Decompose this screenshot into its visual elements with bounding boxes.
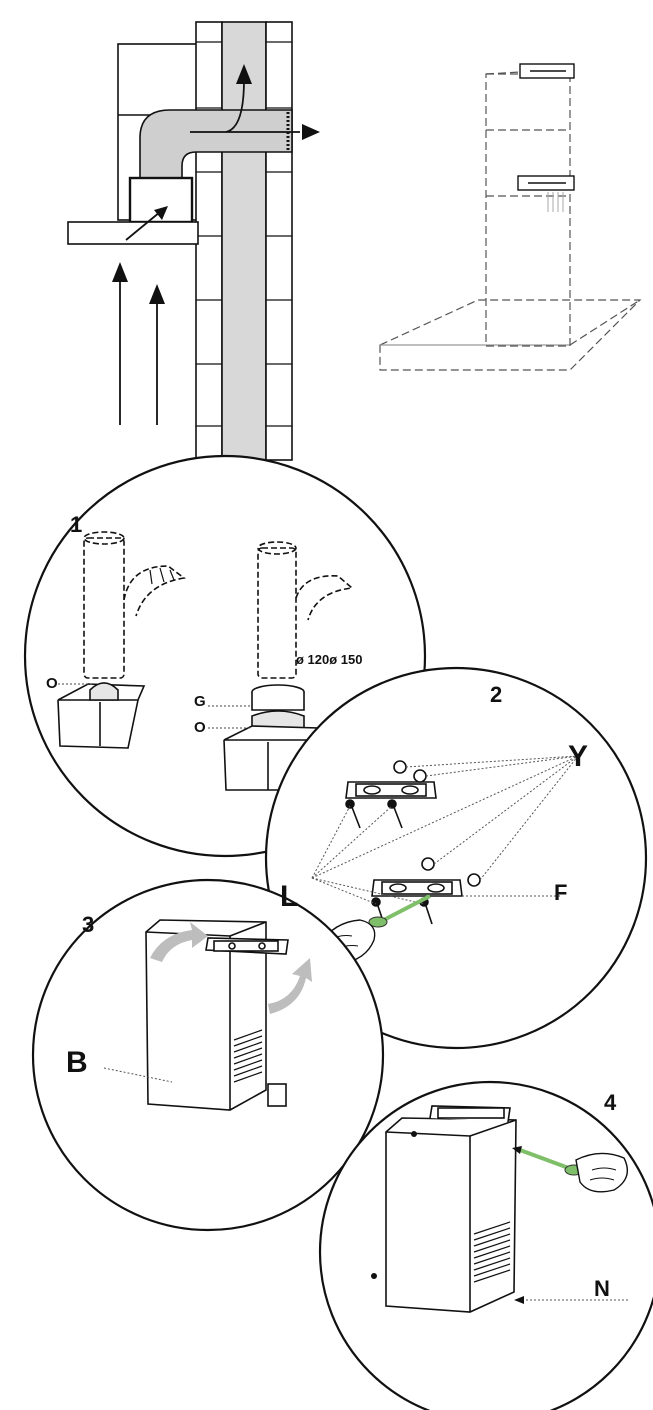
label-y: Y — [568, 740, 588, 773]
step-3-circle — [31, 878, 385, 1232]
step-2-circle — [264, 666, 648, 1050]
island-hood-vent-grid — [547, 192, 564, 212]
step-4-circle — [318, 1080, 653, 1410]
chimney-vent-grid-4 — [473, 1221, 511, 1283]
step-3-number: 3 — [82, 912, 94, 937]
label-l: L — [280, 880, 298, 913]
chimney-vent-grid — [233, 1029, 263, 1083]
step-2-number: 2 — [490, 682, 502, 707]
step-1-number: 1 — [70, 512, 82, 537]
label-b: B — [66, 1046, 88, 1079]
rotate-arrow-left — [150, 922, 208, 962]
rotate-arrow-right — [268, 958, 312, 1014]
label-o-right: O — [194, 719, 206, 736]
step-4-number: 4 — [604, 1090, 617, 1115]
island-hood-brackets — [517, 63, 575, 191]
hand-screwdriver-4 — [512, 1146, 628, 1193]
label-n: N — [594, 1276, 610, 1301]
label-diameter: ø 120ø 150 — [296, 652, 363, 667]
wall-duct-scene — [67, 21, 320, 461]
label-g: G — [194, 693, 206, 710]
label-o-left: O — [46, 675, 58, 692]
label-f: F — [554, 880, 567, 905]
island-hood-outline — [379, 71, 642, 371]
